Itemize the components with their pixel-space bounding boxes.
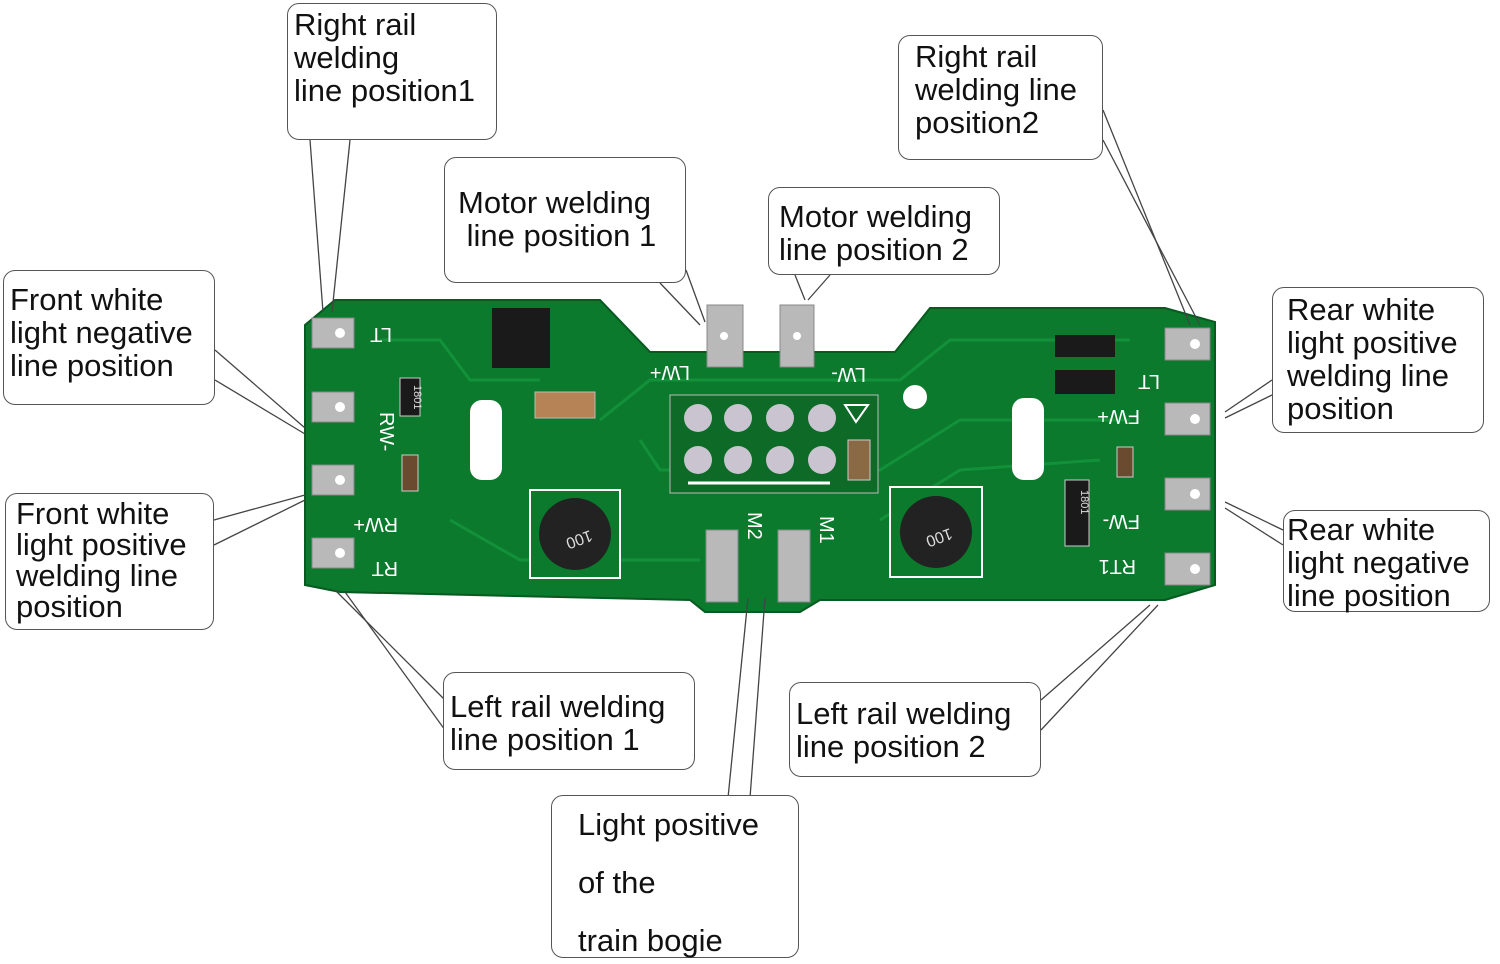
callout-line: light positive — [1287, 325, 1458, 360]
silk-rt-left: RT — [372, 557, 398, 579]
callout-line: Left rail welding — [796, 696, 1012, 731]
resistor-left — [399, 377, 421, 417]
callout-line: line position 1 — [458, 218, 657, 253]
resistor-left-marking: 1801 — [411, 385, 423, 409]
component-markings: 1801 1801 100 100 — [411, 385, 1090, 551]
silk-rw-minus: RW- — [375, 412, 397, 451]
diode-component — [492, 308, 550, 368]
callout-left-rail-position-2: Left rail welding line position 2 — [789, 682, 1041, 777]
capacitor-small-left — [401, 454, 419, 492]
diode-right-2 — [1055, 370, 1115, 394]
callout-motor-position-1: Motor welding line position 1 — [444, 157, 686, 283]
callout-bogie-light-positive: Light positive of the train bogie — [551, 795, 799, 958]
callout-rear-light-positive: Rear white light positive welding line p… — [1272, 287, 1484, 433]
silk-lw-plus: LW+ — [650, 361, 690, 383]
leader-lines — [213, 109, 1284, 799]
callout-line: Rear white — [1287, 292, 1436, 327]
silk-lt-left: LT — [370, 323, 392, 345]
capacitor-component — [534, 391, 596, 419]
silk-m2: M2 — [743, 512, 765, 540]
callout-line: position2 — [915, 105, 1040, 140]
callout-line: line position1 — [294, 73, 475, 108]
mounting-hole — [903, 385, 927, 409]
resistor-right — [1064, 479, 1090, 547]
diode-right-1 — [1055, 335, 1115, 357]
callout-line: Motor welding — [458, 185, 651, 220]
silk-fw-plus: FW+ — [1097, 405, 1140, 427]
inductor-left — [529, 489, 621, 579]
callout-right-rail-position-1: Right rail welding line position1 — [287, 3, 497, 140]
board-slot-right — [1012, 398, 1044, 480]
callout-front-light-positive: Front white light positive welding line … — [5, 493, 214, 630]
callout-line: train bogie — [578, 923, 723, 958]
callout-line: light negative — [1287, 545, 1470, 580]
callout-line: welding — [294, 40, 400, 75]
callout-line: line position 2 — [779, 232, 969, 267]
board-slot-left — [470, 400, 502, 480]
silk-rt1: RT1 — [1099, 555, 1136, 577]
callout-line: Right rail — [294, 7, 417, 42]
callout-front-light-negative: Front white light negative line position — [3, 270, 215, 405]
callout-line: welding line — [915, 72, 1077, 107]
callout-line: line position — [1287, 578, 1451, 613]
callout-line: welding line — [1287, 358, 1449, 393]
callout-motor-position-2: Motor welding line position 2 — [768, 187, 1000, 275]
silk-lt-right: LT — [1138, 370, 1160, 392]
callout-line: Front white — [16, 496, 170, 531]
callout-left-rail-position-1: Left rail welding line position 1 — [443, 672, 695, 770]
callout-line: light positive — [16, 527, 187, 562]
silk-fw-minus: FW- — [1103, 510, 1140, 532]
callout-line: Motor welding — [779, 199, 972, 234]
callout-line: light negative — [10, 315, 193, 350]
callout-rear-light-negative: Rear white light negative line position — [1283, 510, 1490, 612]
callout-line: Rear white — [1287, 512, 1436, 547]
callout-line: position — [1287, 391, 1394, 426]
callout-right-rail-position-2: Right rail welding line position2 — [898, 35, 1103, 160]
capacitor-small-right — [1116, 446, 1134, 478]
callout-line: Left rail welding — [450, 689, 666, 724]
8-pin-connector-pads — [669, 394, 879, 494]
callout-line: line position 1 — [450, 722, 640, 757]
resistor-right-marking: 1801 — [1078, 490, 1090, 514]
silkscreen-labels: LT RW- RW+ RT LW+ LW- M2 M1 LT FW+ FW- R… — [353, 323, 1160, 579]
inductor-right — [889, 486, 983, 578]
silk-rw-plus: RW+ — [353, 513, 398, 535]
callout-line: of the — [578, 865, 656, 900]
callout-line: position — [16, 589, 123, 624]
callout-line: welding line — [16, 558, 178, 593]
callout-line: line position 2 — [796, 729, 986, 764]
callout-line: Right rail — [915, 39, 1038, 74]
silk-lw-minus: LW- — [831, 363, 866, 385]
callout-line: Light positive — [578, 807, 759, 842]
solder-pads — [311, 304, 1211, 603]
silk-m1: M1 — [815, 516, 837, 544]
callout-line: line position — [10, 348, 174, 383]
callout-line: Front white — [10, 282, 164, 317]
